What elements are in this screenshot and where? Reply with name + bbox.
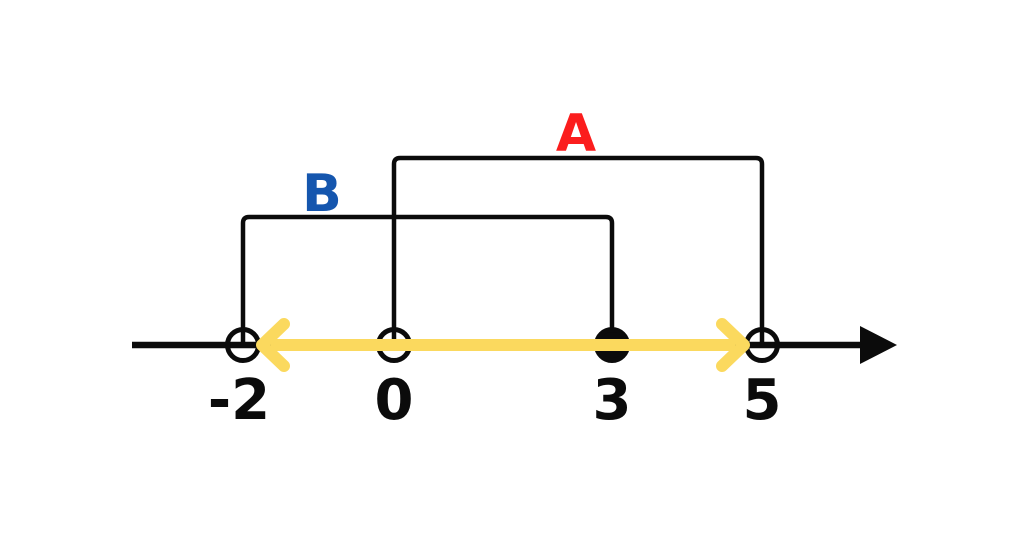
highlight-arrow-right-head-icon — [716, 318, 750, 372]
interval-a-bracket — [391, 155, 765, 345]
tick-label-neg2: -2 — [208, 368, 270, 433]
interval-b-label: B — [302, 164, 342, 224]
interval-b-bracket — [240, 214, 615, 345]
interval-a-label: A — [556, 104, 596, 164]
tick-label-5: 5 — [743, 368, 782, 433]
tick-label-0: 0 — [375, 368, 414, 433]
highlight-arrow-left-head-icon — [256, 318, 290, 372]
tick-label-3: 3 — [593, 368, 632, 433]
number-line-arrowhead-icon — [860, 326, 897, 364]
